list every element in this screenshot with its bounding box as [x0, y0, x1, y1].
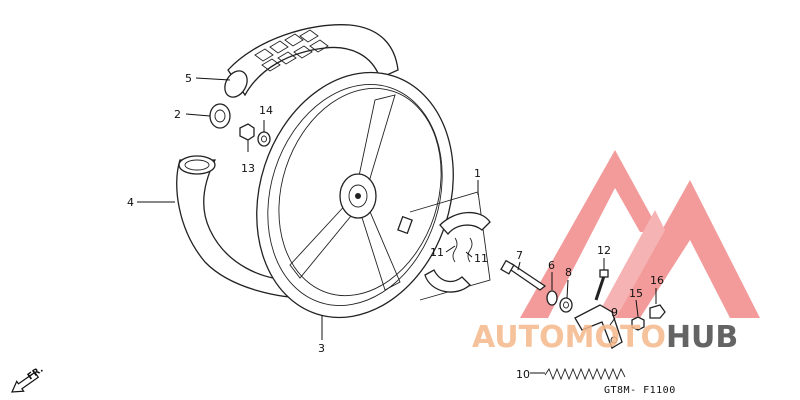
- callout-13: 13: [241, 162, 255, 175]
- cap-nut-part: [649, 304, 666, 319]
- return-spring-part: [544, 367, 626, 381]
- callout-15: 15: [629, 287, 643, 300]
- callout-2: 2: [174, 108, 181, 121]
- callout-10: 10: [516, 368, 530, 381]
- watermark-text-part2: HUB: [666, 320, 738, 355]
- arm-nut-part: [631, 316, 645, 331]
- brake-shoe-set-part: [409, 191, 491, 301]
- callout-14: 14: [259, 104, 273, 117]
- watermark-logo-icon: [520, 150, 760, 318]
- dust-seal-part: [209, 103, 231, 129]
- washer-part: [257, 131, 271, 147]
- watermark-text: AUTOMOTOHUB: [472, 320, 738, 355]
- callout-1: 1: [474, 167, 481, 180]
- leader-lines: [137, 77, 657, 374]
- nut-part: [239, 123, 255, 141]
- callout-9: 9: [611, 306, 618, 319]
- callout-16: 16: [650, 274, 664, 287]
- diagram-code: GT8M- F1100: [604, 385, 676, 396]
- callout-3: 3: [318, 342, 325, 355]
- watermark-text-part1: AUTOMOTO: [472, 320, 666, 355]
- brake-cam-part: [500, 259, 547, 291]
- indicator-plate-part: [559, 297, 573, 313]
- felt-seal-part: [546, 290, 558, 306]
- wheel-rim-part: [256, 71, 454, 319]
- callout-11b: 11: [474, 252, 488, 265]
- bolt-part: [594, 269, 609, 301]
- front-arrow-icon: [11, 371, 40, 393]
- callout-12: 12: [597, 244, 611, 257]
- brake-arm-part: [574, 304, 623, 349]
- callout-6: 6: [548, 259, 555, 272]
- callout-8: 8: [565, 266, 572, 279]
- callout-5: 5: [185, 72, 192, 85]
- callout-7: 7: [516, 249, 523, 262]
- inner-tube-part: [224, 24, 399, 98]
- callout-11a: 11: [430, 246, 444, 259]
- callout-4: 4: [127, 196, 134, 209]
